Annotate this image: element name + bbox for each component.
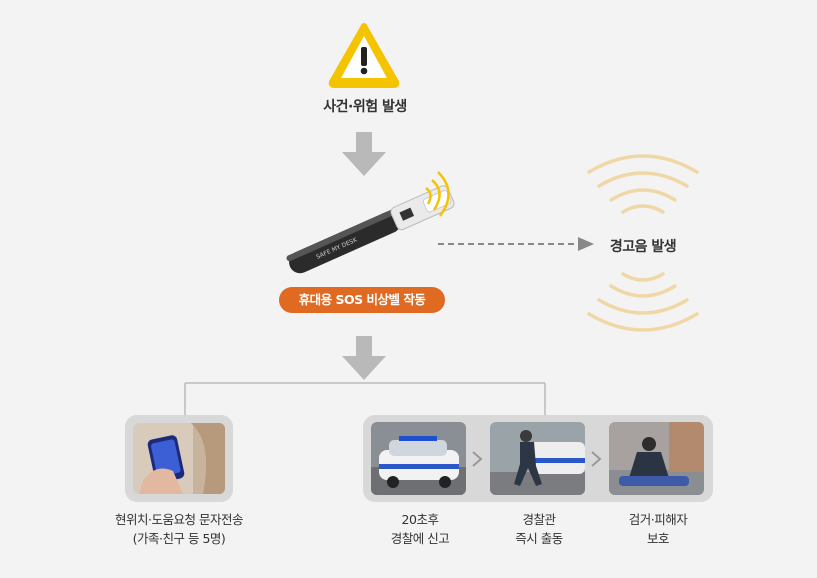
step-label: 검거·피해자 보호 (606, 510, 710, 548)
left-branch-line1: 현위치·도움요청 문자전송 (115, 512, 243, 527)
left-branch-line2: (가족·친구 등 5명) (132, 531, 226, 546)
step-line2: 보호 (646, 531, 670, 546)
trigger-label: 사건·위험 발생 (323, 99, 407, 115)
chevron-right-icon (591, 451, 602, 467)
police-dispatch-photo (490, 422, 585, 495)
left-branch-label: 현위치·도움요청 문자전송 (가족·친구 등 5명) (74, 510, 284, 548)
chevron-right-icon (472, 451, 483, 467)
step-line1: 경찰관 (522, 512, 556, 527)
device-badge: 휴대용 SOS 비상벨 작동 (279, 287, 445, 313)
sound-wave-icon (587, 154, 699, 332)
phone-photo-frame (125, 415, 233, 502)
branch-lines (184, 382, 546, 418)
phone-photo (133, 423, 225, 494)
dashed-arrow (438, 237, 594, 251)
step-line2: 경찰에 신고 (390, 531, 450, 546)
alarm-label: 경고음 발생 (609, 239, 677, 255)
police-steps-panel (363, 415, 713, 502)
arrest-photo (609, 422, 704, 495)
step-line1: 검거·피해자 (628, 512, 688, 527)
sound-wave-icon (425, 171, 450, 217)
step-label: 경찰관 즉시 출동 (487, 510, 591, 548)
down-arrow-icon (342, 336, 386, 380)
step-label: 20초후 경찰에 신고 (368, 510, 472, 548)
step-line2: 즉시 출동 (515, 531, 563, 546)
step-line1: 20초후 (401, 512, 439, 527)
warning-icon (328, 23, 400, 88)
police-car-photo (371, 422, 466, 495)
down-arrow-icon (342, 132, 386, 176)
